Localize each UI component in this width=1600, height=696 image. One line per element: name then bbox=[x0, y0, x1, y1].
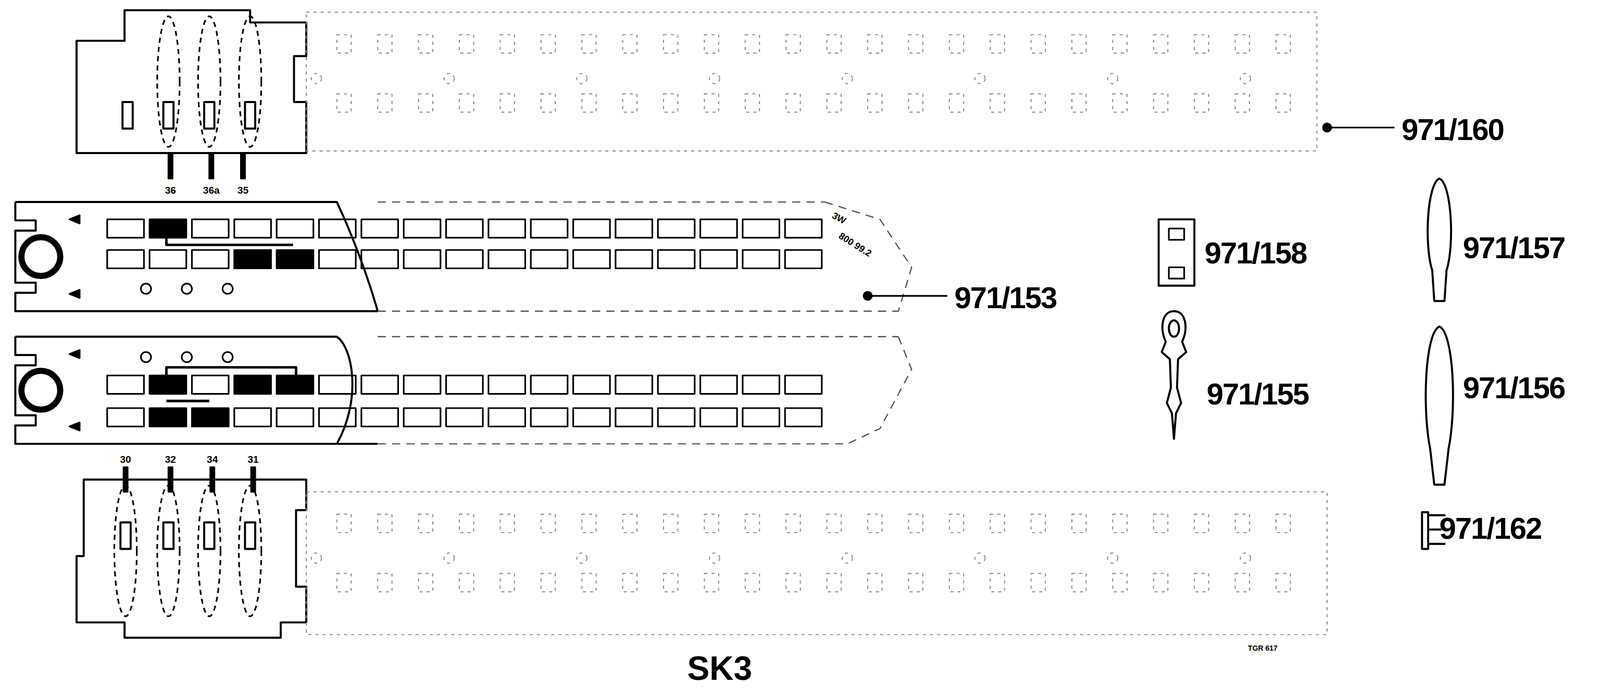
contact-outline bbox=[239, 485, 262, 617]
contact-pin bbox=[168, 467, 173, 493]
part-marking: 3W bbox=[830, 210, 848, 227]
contact-slot bbox=[120, 522, 131, 550]
contact-slot bbox=[163, 102, 174, 129]
contact-slot bbox=[244, 102, 256, 129]
callout-number: 971/162 bbox=[1439, 513, 1542, 544]
contact-slot bbox=[204, 522, 215, 550]
contact-pin bbox=[241, 153, 246, 179]
faint-strip bbox=[306, 12, 1317, 152]
contact-strip bbox=[15, 336, 912, 445]
part-icon bbox=[1427, 178, 1452, 302]
pin-label: 34 bbox=[206, 454, 218, 465]
contact-strip bbox=[15, 202, 912, 312]
figure-caption: SK3 bbox=[687, 652, 753, 686]
callout-number: 971/156 bbox=[1463, 372, 1566, 404]
callout-number: 971/160 bbox=[1401, 114, 1504, 145]
contact-pin bbox=[210, 467, 215, 493]
contact-pin bbox=[251, 467, 256, 493]
connector-housing bbox=[76, 479, 307, 639]
pin-label: 31 bbox=[247, 454, 259, 465]
contact-pin bbox=[168, 153, 173, 179]
faint-strip bbox=[306, 492, 1328, 635]
callout-number: 971/153 bbox=[954, 282, 1057, 314]
contact-slot bbox=[163, 522, 174, 550]
contact-slot bbox=[244, 522, 256, 550]
part-icon bbox=[1425, 326, 1453, 485]
contact-slot bbox=[122, 102, 133, 129]
part-marking: 800 99.2 bbox=[837, 231, 874, 259]
contact-outline bbox=[157, 485, 180, 617]
connector-housing bbox=[76, 10, 307, 154]
callout-number: 971/158 bbox=[1204, 238, 1307, 269]
contact-outline bbox=[157, 16, 180, 147]
pin-label: 36 bbox=[165, 184, 177, 195]
part-icon bbox=[1158, 219, 1195, 286]
contact-outline bbox=[197, 485, 221, 617]
pin-label: 30 bbox=[120, 454, 132, 465]
part-icon bbox=[1161, 311, 1186, 440]
contact-outline bbox=[239, 16, 262, 147]
contact-slot bbox=[204, 102, 215, 129]
contact-pin bbox=[123, 467, 128, 493]
callout-number: 971/155 bbox=[1206, 379, 1309, 410]
drawing-number: TGR 617 bbox=[1247, 644, 1278, 653]
contact-pin bbox=[209, 153, 214, 179]
contact-outline bbox=[197, 16, 221, 147]
pin-label: 32 bbox=[165, 454, 177, 465]
contact-outline bbox=[114, 485, 137, 617]
leader-line bbox=[867, 295, 948, 297]
callout-number: 971/157 bbox=[1463, 232, 1566, 264]
pin-label: 36a bbox=[203, 184, 220, 195]
leader-line bbox=[1327, 126, 1395, 129]
pin-label: 35 bbox=[237, 184, 249, 195]
